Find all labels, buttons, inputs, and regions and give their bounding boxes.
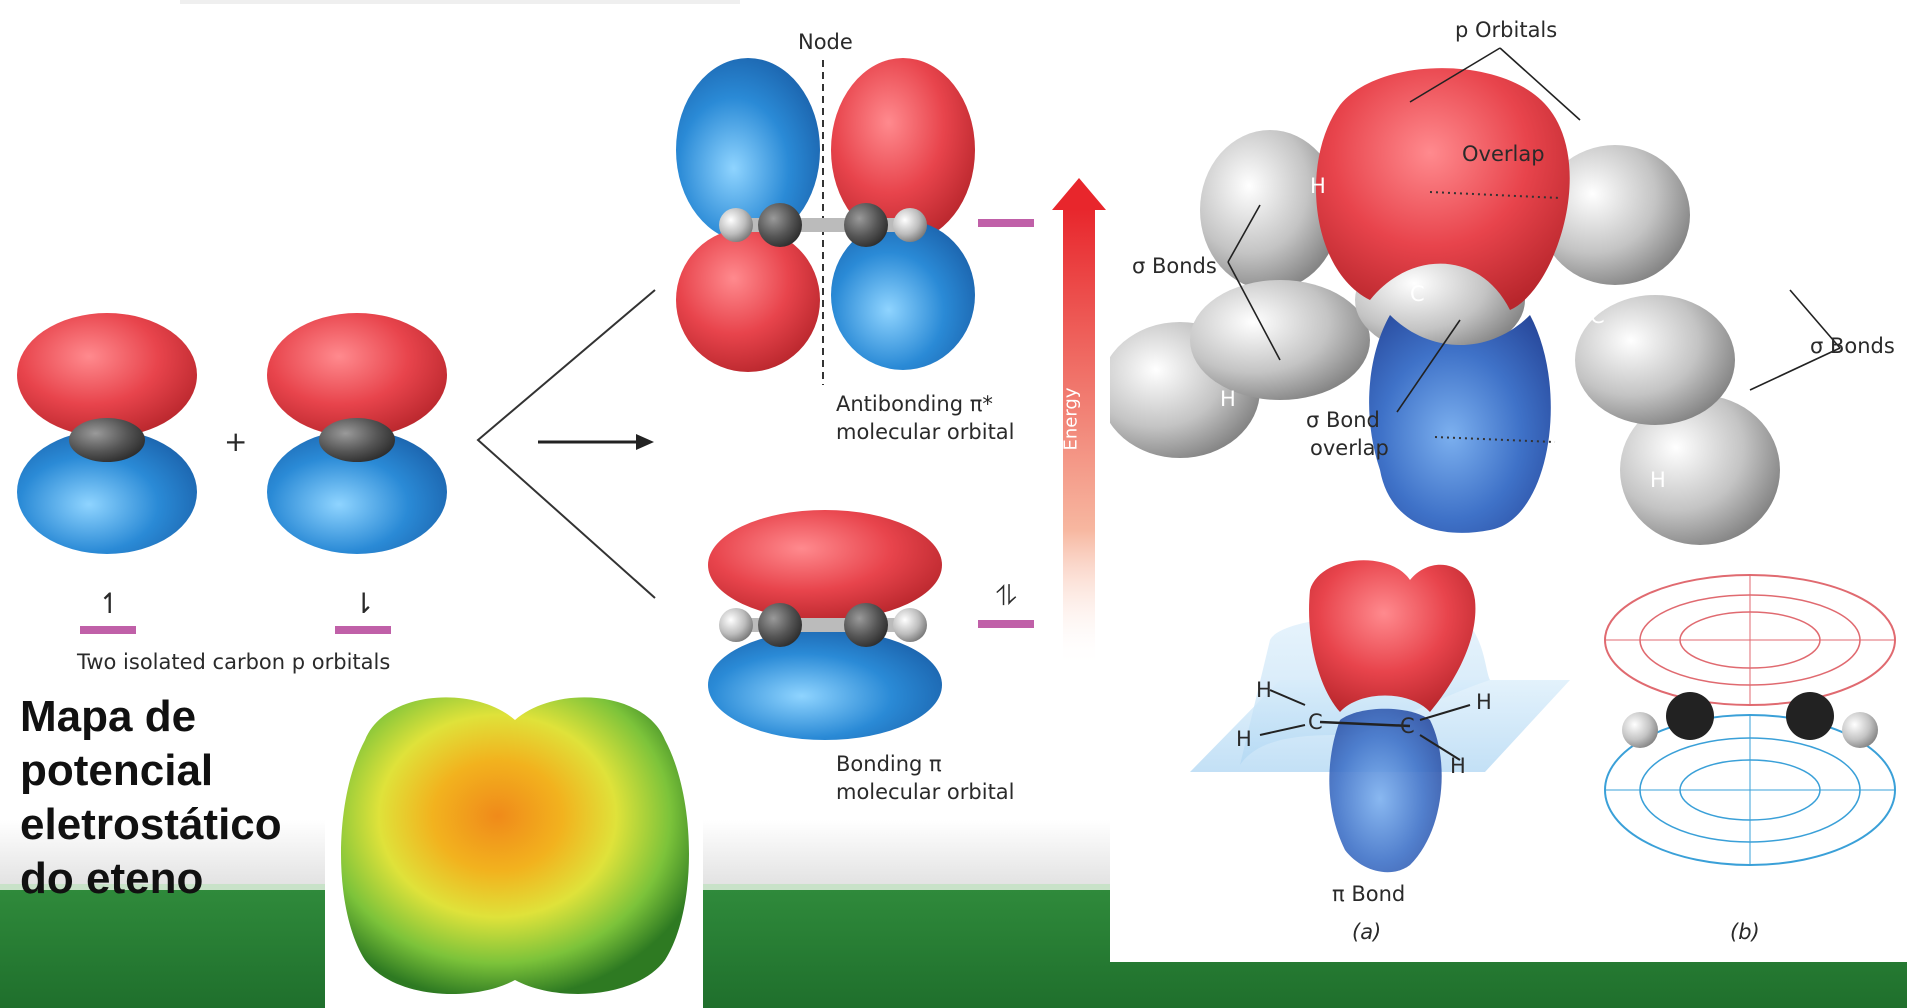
overlap-label: Overlap [1462, 142, 1545, 166]
atom-c-label: C [1400, 714, 1415, 738]
electron-pair: ⥮ [996, 579, 1017, 612]
pi-bond-model-a [1190, 560, 1570, 873]
esp-map-image [325, 680, 703, 1008]
pi-bond-label: π Bond [1332, 882, 1406, 906]
atom-h-label: H [1450, 754, 1466, 778]
sigma-bond-overlap-line1: σ Bond [1306, 408, 1380, 432]
mo-diagram-panel: Node + ↿ ⇂ ⥮ Two isolated carbon p orbit… [0, 0, 1110, 830]
bonding-label-line1: Bonding π [836, 752, 942, 776]
leader-lines [1227, 47, 1841, 413]
energy-level-bar [978, 620, 1034, 628]
atom-h-label: H [1310, 174, 1326, 198]
energy-level-bar [80, 626, 136, 634]
top-pi-lobe [1316, 68, 1570, 311]
antibonding-orbital [676, 58, 975, 372]
sigma-bonds-label-left: σ Bonds [1132, 254, 1217, 278]
isolated-p-orbital-2 [267, 313, 447, 554]
sigma-bonds-label-right: σ Bonds [1810, 334, 1895, 358]
energy-level-bar [978, 219, 1034, 227]
p-orbitals-label: p Orbitals [1455, 18, 1558, 42]
esp-caption-line: Mapa de [20, 692, 197, 741]
esp-caption-line: potencial [20, 746, 214, 795]
bottom-pi-lobe [1369, 315, 1551, 533]
electron-down: ⇂ [352, 587, 376, 620]
bonding-label-line2: molecular orbital [836, 780, 1015, 804]
caption-a: (a) [1352, 920, 1382, 944]
isolated-orbitals-label: Two isolated carbon p orbitals [77, 650, 391, 674]
overlap-dots [1429, 191, 1561, 199]
energy-arrow [1052, 178, 1106, 668]
esp-map-caption: Mapa de potencial eletrostático do eteno [20, 690, 282, 906]
isolated-p-orbital-1 [17, 313, 197, 554]
ethene-bonding-figure: p Orbitals Overlap σ Bonds σ Bonds σ Bon… [1110, 0, 1907, 962]
atom-h-label: H [1236, 727, 1252, 751]
reaction-arrow-head [636, 434, 654, 450]
combination-lines [476, 289, 656, 599]
cut-title-fragment [180, 0, 740, 8]
plus-sign: + [224, 425, 248, 458]
bonding-orbital [708, 510, 942, 740]
atom-c-label: C [1410, 282, 1425, 306]
atom-h-label: H [1476, 690, 1492, 714]
esp-caption-line: eletrostático [20, 800, 282, 849]
overlap-dots [1434, 436, 1556, 443]
mo-diagram [17, 58, 1106, 740]
pi-bond-wireframe-b [1604, 574, 1896, 866]
antibonding-label-line1: Antibonding π* [836, 392, 993, 416]
footer-light-stripe [0, 884, 1907, 890]
atom-h-label: H [1770, 224, 1786, 248]
atom-c-label: C [1308, 710, 1323, 734]
atom-h-label: H [1650, 468, 1666, 492]
caption-b: (b) [1730, 920, 1760, 944]
esp-caption-line: do eteno [20, 854, 204, 903]
node-label: Node [798, 30, 853, 54]
energy-label: Energy [1060, 387, 1082, 451]
sigma-bond-overlap-line2: overlap [1310, 436, 1389, 460]
atom-h-label: H [1256, 678, 1272, 702]
electron-up: ↿ [98, 587, 122, 620]
atom-h-label: H [1220, 387, 1236, 411]
antibonding-label-line2: molecular orbital [836, 420, 1015, 444]
energy-level-bar [335, 626, 391, 634]
atom-c-label: C [1590, 304, 1605, 328]
